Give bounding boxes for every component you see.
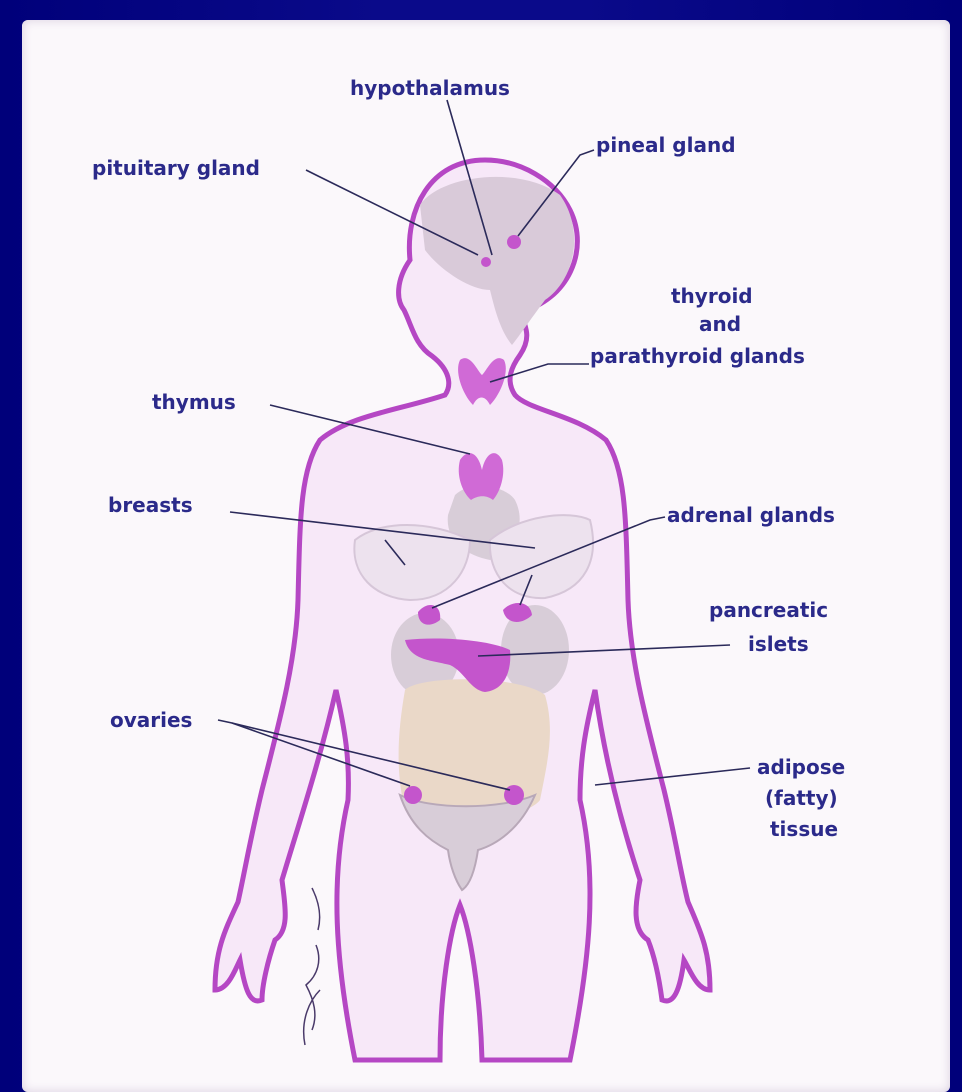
label-thymus: thymus (152, 390, 236, 414)
label-pancreatic-2: islets (748, 632, 809, 656)
label-adipose-2: (fatty) (765, 786, 838, 810)
label-thyroid-1: thyroid (671, 284, 753, 308)
body-silhouette (215, 160, 710, 1060)
label-hypothalamus: hypothalamus (350, 76, 510, 100)
ovary-left (404, 786, 422, 804)
label-pineal-gland: pineal gland (596, 133, 736, 157)
label-breasts: breasts (108, 493, 193, 517)
label-pancreatic-1: pancreatic (709, 598, 828, 622)
pineal-gland (507, 235, 521, 249)
label-adipose-3: tissue (770, 817, 838, 841)
artist-signature (304, 888, 320, 1045)
label-adipose-1: adipose (757, 755, 845, 779)
ovary-right (504, 785, 524, 805)
label-thyroid-3: parathyroid glands (590, 344, 805, 368)
pituitary-gland (481, 257, 491, 267)
label-adrenal-glands: adrenal glands (667, 503, 835, 527)
label-thyroid-2: and (699, 312, 741, 336)
label-pituitary-gland: pituitary gland (92, 156, 260, 180)
label-ovaries: ovaries (110, 708, 192, 732)
